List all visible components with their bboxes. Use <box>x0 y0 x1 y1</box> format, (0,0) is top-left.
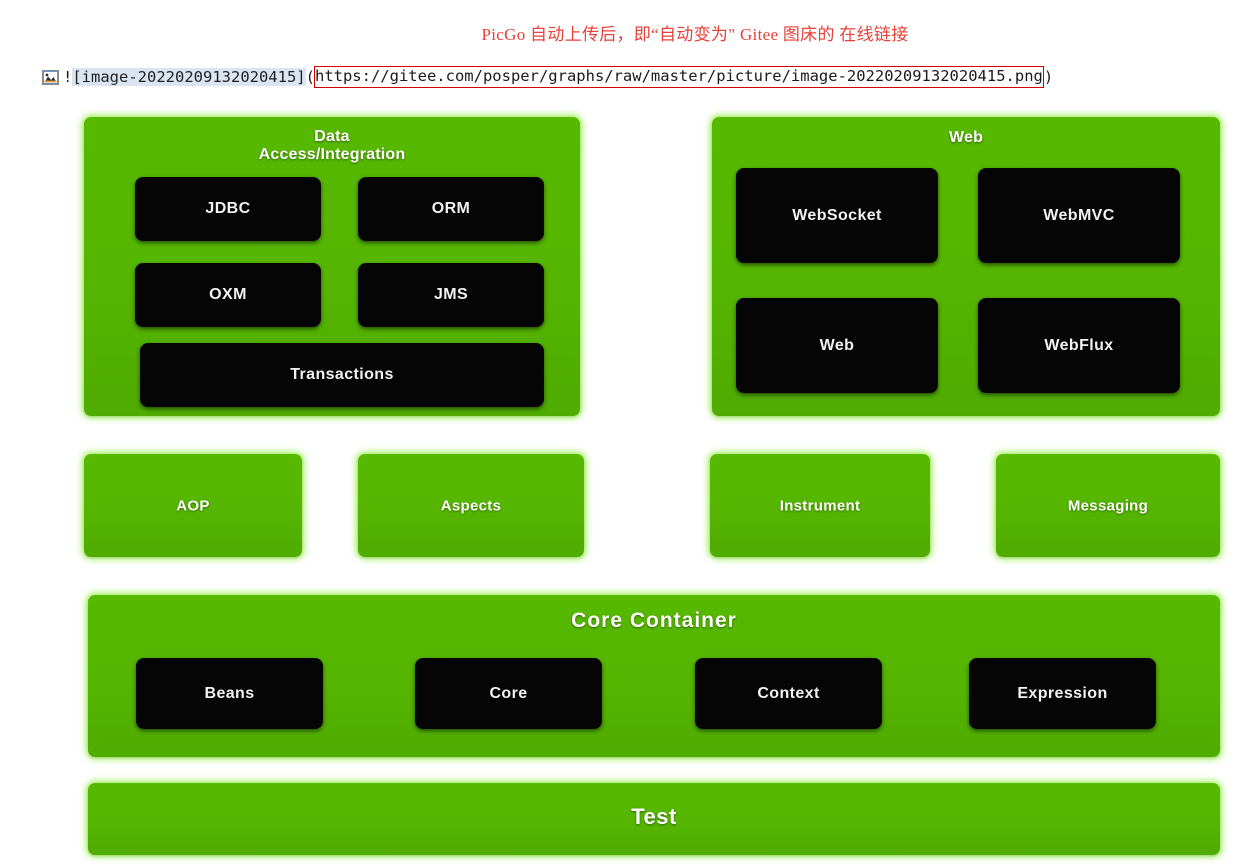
group-title-line-1: Data <box>314 128 350 145</box>
module-label: Transactions <box>290 366 394 383</box>
group-data-access-integration[interactable]: Data Access/Integration JDBC ORM OXM JMS… <box>84 117 580 416</box>
module-label: Expression <box>1017 684 1108 702</box>
module-webmvc[interactable]: WebMVC <box>978 168 1180 263</box>
group-test[interactable]: Test <box>88 783 1220 855</box>
module-label: Messaging <box>1067 497 1149 514</box>
module-jms[interactable]: JMS <box>358 263 544 327</box>
markdown-alt-text[interactable]: [image-20220209132020415] <box>72 68 306 86</box>
module-label: Beans <box>204 684 255 702</box>
module-label: AOP <box>176 497 210 514</box>
module-core[interactable]: Core <box>415 658 602 729</box>
module-label: JDBC <box>205 200 251 217</box>
module-label: OXM <box>209 286 247 303</box>
group-title-web: Web <box>948 129 984 146</box>
module-label: WebFlux <box>1044 336 1114 354</box>
module-oxm[interactable]: OXM <box>135 263 321 327</box>
module-label: Core <box>489 684 528 702</box>
group-core-container[interactable]: Core Container Beans Core Context Expres… <box>88 595 1220 757</box>
module-expression[interactable]: Expression <box>969 658 1156 729</box>
markdown-close-paren: ) <box>1043 68 1054 86</box>
module-label: WebSocket <box>792 206 882 224</box>
module-label: Aspects <box>440 497 502 514</box>
group-title-core-container: Core Container <box>571 609 737 632</box>
module-beans[interactable]: Beans <box>136 658 323 729</box>
annotation-note: PicGo 自动上传后，即“自动变为" Gitee 图床的 在线链接 <box>0 20 1250 45</box>
markdown-bang: ! <box>63 68 73 86</box>
module-web[interactable]: Web <box>736 298 938 393</box>
module-label: Context <box>757 684 820 702</box>
module-label: Instrument <box>779 497 861 514</box>
markdown-image-line[interactable]: ! [image-20220209132020415] ( https://gi… <box>42 62 1053 92</box>
module-transactions[interactable]: Transactions <box>140 343 544 407</box>
annotation-text: PicGo 自动上传后，即“自动变为" Gitee 图床的 在线链接 <box>481 25 909 44</box>
module-label: ORM <box>431 200 471 217</box>
module-context[interactable]: Context <box>695 658 882 729</box>
module-label: Web <box>819 336 855 354</box>
markdown-open-paren: ( <box>305 68 315 86</box>
group-title-data-access: Data Access/Integration <box>84 128 580 164</box>
markdown-url[interactable]: https://gitee.com/posper/graphs/raw/mast… <box>313 65 1044 89</box>
group-title-line-2: Access/Integration <box>258 145 406 163</box>
module-jdbc[interactable]: JDBC <box>135 177 321 241</box>
module-aspects[interactable]: Aspects <box>358 454 584 557</box>
module-webflux[interactable]: WebFlux <box>978 298 1180 393</box>
module-messaging[interactable]: Messaging <box>996 454 1220 557</box>
module-instrument[interactable]: Instrument <box>710 454 930 557</box>
group-web[interactable]: Web WebSocket WebMVC Web WebFlux <box>712 117 1220 416</box>
image-icon <box>42 69 59 85</box>
group-title-test: Test <box>631 804 677 829</box>
spring-architecture-diagram: Data Access/Integration JDBC ORM OXM JMS… <box>0 108 1250 866</box>
module-websocket[interactable]: WebSocket <box>736 168 938 263</box>
module-label: WebMVC <box>1043 206 1115 224</box>
module-orm[interactable]: ORM <box>358 177 544 241</box>
module-label: JMS <box>433 286 469 303</box>
module-aop[interactable]: AOP <box>84 454 302 557</box>
